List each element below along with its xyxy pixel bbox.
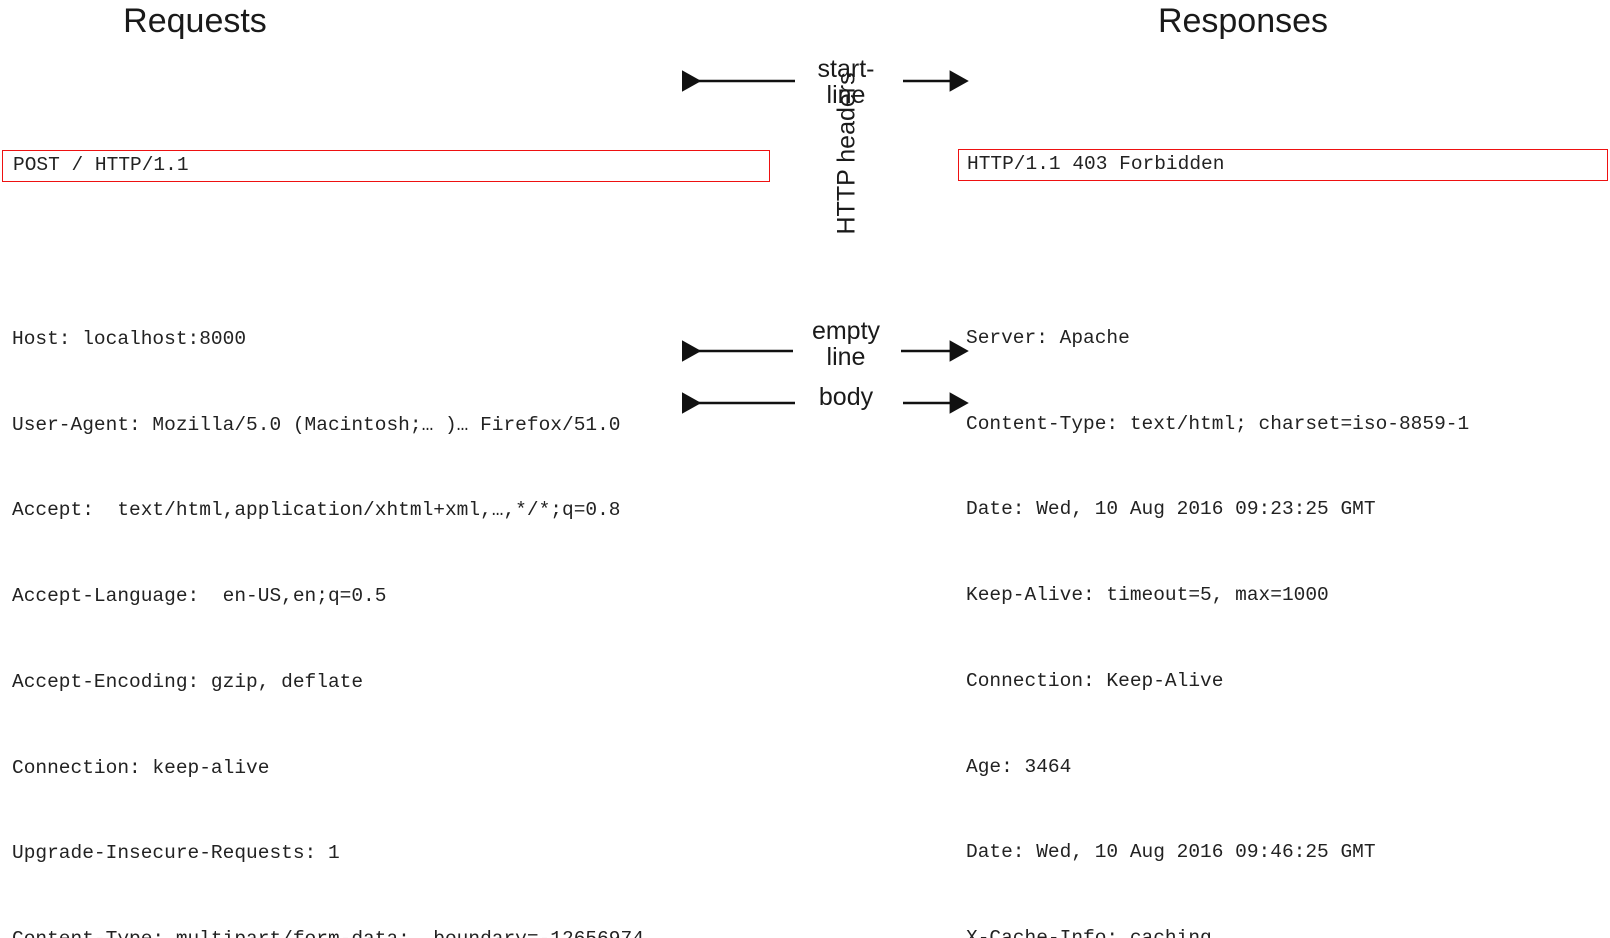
response-panel: HTTP/1.1 403 Forbidden Server: Apache Co… (958, 63, 1608, 938)
request-start-line-text: POST / HTTP/1.1 (13, 154, 189, 177)
response-header-line: X-Cache-Info: caching (966, 924, 1608, 938)
response-header-line: Date: Wed, 10 Aug 2016 09:46:25 GMT (966, 841, 1376, 864)
annotation-label-body: body (818, 383, 874, 411)
response-start-line-text: HTTP/1.1 403 Forbidden (967, 153, 1225, 176)
request-header-line: Host: localhost:8000 (12, 327, 247, 350)
response-header-line: Server: Apache (966, 326, 1130, 349)
request-header-line: Accept-Language: en-US,en;q=0.5 (12, 585, 387, 608)
page-title-responses: Responses (1157, 2, 1329, 40)
annotation-label-http-headers: HTTP headers (832, 72, 861, 235)
request-start-line-box: POST / HTTP/1.1 (2, 149, 770, 182)
response-header-line: Age: 3464 (966, 755, 1072, 778)
response-header-line: Content-Type: text/html; charset=iso-885… (966, 412, 1470, 435)
request-header-line: Connection: keep-alive (12, 756, 270, 779)
annotation-label-start-line: start- line (817, 55, 875, 109)
response-header-line: Date: Wed, 10 Aug 2016 09:23:25 GMT (966, 498, 1376, 521)
request-headers-list: Host: localhost:8000 User-Agent: Mozilla… (2, 268, 770, 938)
response-header-line: Connection: Keep-Alive (966, 669, 1224, 692)
response-headers-list: Server: Apache Content-Type: text/html; … (958, 267, 1608, 938)
response-header-line: Keep-Alive: timeout=5, max=1000 (966, 584, 1329, 607)
response-start-line-box: HTTP/1.1 403 Forbidden (958, 148, 1608, 181)
request-header-line: Upgrade-Insecure-Requests: 1 (12, 842, 340, 865)
page-title-requests: Requests (123, 2, 267, 40)
request-panel: POST / HTTP/1.1 Host: localhost:8000 Use… (2, 64, 770, 938)
annotation-label-empty-line: empty line (811, 317, 881, 371)
request-header-line: Accept-Encoding: gzip, deflate (12, 670, 364, 693)
request-header-line: User-Agent: Mozilla/5.0 (Macintosh;… )… … (12, 413, 621, 436)
request-header-line: Content-Type: multipart/form-data; bound… (12, 925, 770, 938)
request-header-line: Accept: text/html,application/xhtml+xml,… (12, 499, 621, 522)
